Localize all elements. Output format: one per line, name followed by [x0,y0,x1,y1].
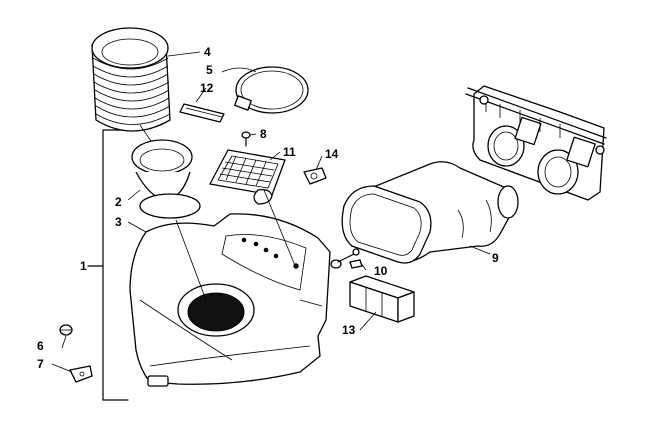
block-part [349,275,415,323]
cap-part [59,324,73,336]
callout-5: 5 [206,63,213,77]
leader-lines [51,51,491,373]
callout-3: 3 [115,215,122,229]
callout-4: 4 [204,45,211,59]
callout-10: 10 [374,264,388,278]
clip-part [303,167,327,185]
callout-labels: 1 2 3 4 5 6 7 8 9 10 11 12 13 14 [37,45,499,371]
callout-11: 11 [283,145,296,159]
callout-7: 7 [37,357,44,371]
small-bracket-part [69,365,93,383]
callout-8: 8 [260,127,267,141]
screw-part [241,131,251,147]
callout-9: 9 [492,251,499,265]
callout-1: 1 [80,259,87,273]
airbox-housing-part [129,213,331,387]
screen-part [209,149,286,205]
callout-6: 6 [37,339,44,353]
callout-12: 12 [200,81,214,95]
callout-13: 13 [342,323,356,337]
fastener-part [330,248,363,269]
callout-14: 14 [325,147,339,161]
intake-duct-part [341,161,519,264]
inlet-boot-part [131,139,201,219]
assembly-bracket [87,129,129,401]
clamp-ring-part [234,66,309,114]
callout-2: 2 [115,195,122,209]
throttle-body-assembly [465,85,607,201]
strap-part [179,103,225,123]
bellows-part [91,27,171,161]
